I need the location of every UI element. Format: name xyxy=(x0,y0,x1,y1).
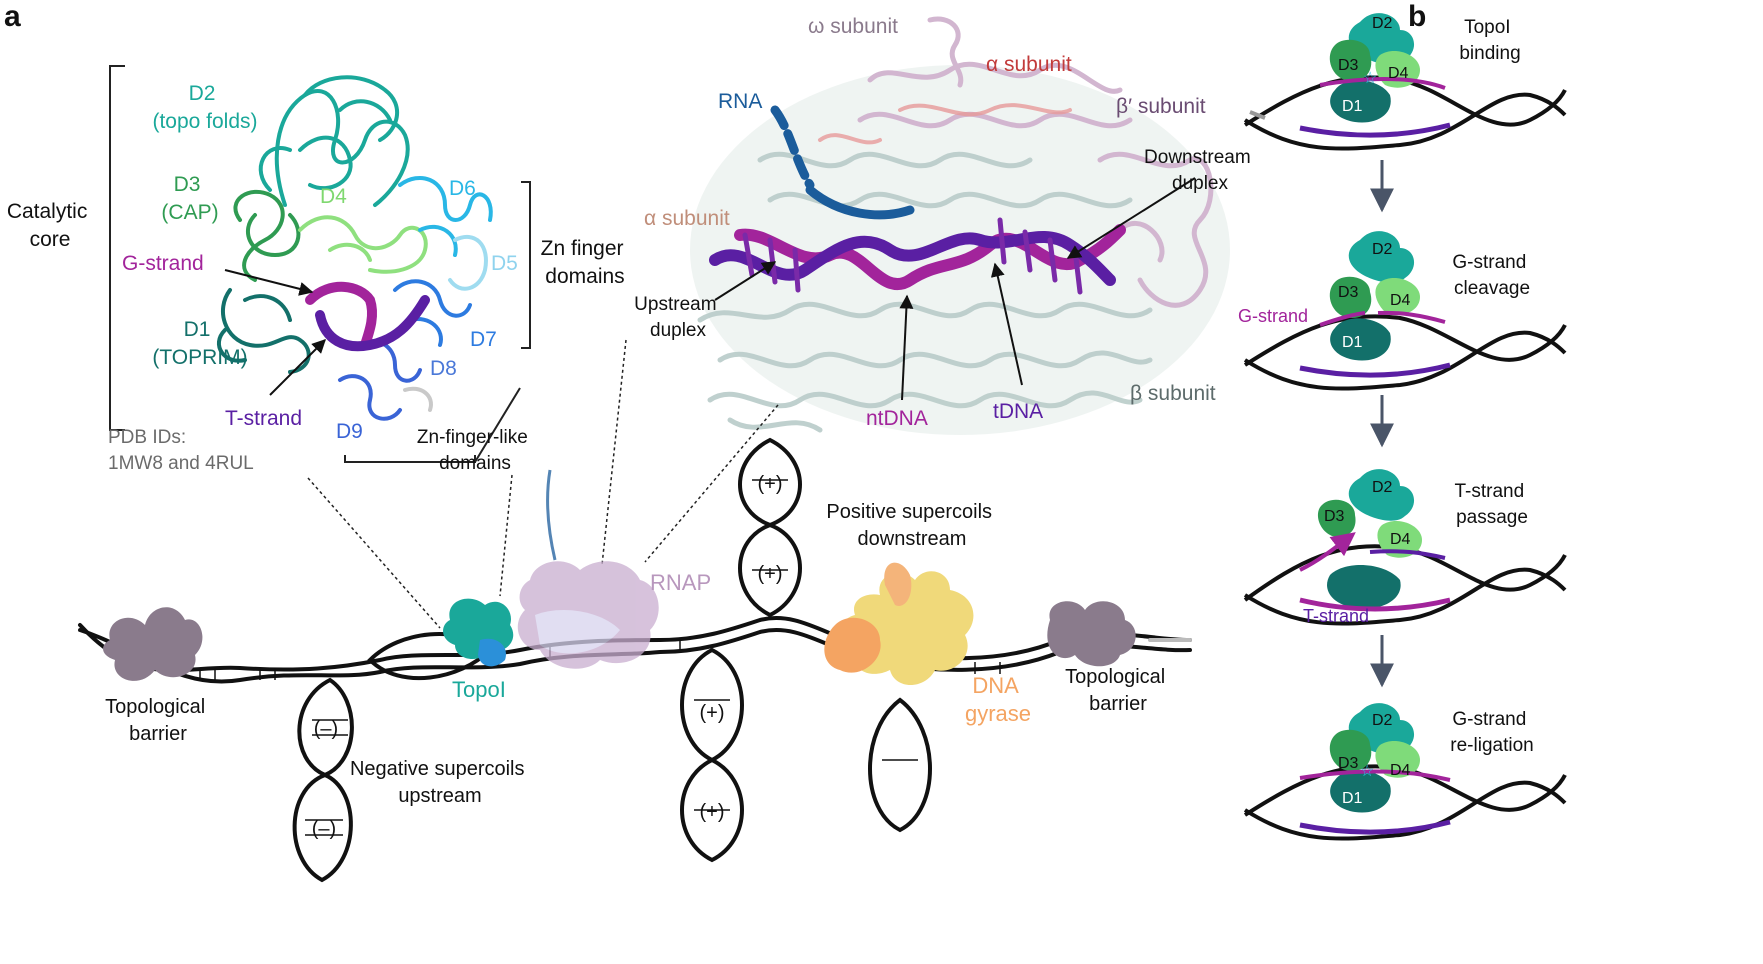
d5-label: D5 xyxy=(491,252,518,275)
barrier-right-label: Topological barrier xyxy=(1065,666,1171,715)
plus-label-2: (+) xyxy=(758,563,783,585)
step2-g-strand: G-strand xyxy=(1238,306,1308,326)
ntdna-label: ntDNA xyxy=(866,407,928,430)
d6-label: D6 xyxy=(449,177,476,200)
step2-d1: D1 xyxy=(1342,334,1363,351)
step-g-strand-religation: ☆ xyxy=(1243,703,1567,841)
d4-label: D4 xyxy=(320,185,347,208)
step3-d4: D4 xyxy=(1390,531,1411,548)
dna-schematic xyxy=(78,437,1192,883)
step1-d3: D3 xyxy=(1338,57,1359,74)
d9-label: D9 xyxy=(336,420,363,443)
downstream-duplex-label: Downstream duplex xyxy=(1144,147,1256,194)
step4-d1: D1 xyxy=(1342,790,1363,807)
t-strand-label: T-strand xyxy=(225,407,302,430)
step2-d4: D4 xyxy=(1390,292,1411,309)
omega-subunit-label: ω subunit xyxy=(808,15,898,38)
beta-prime-subunit-label: β′ subunit xyxy=(1116,95,1206,118)
d7-label: D7 xyxy=(470,328,497,351)
dna-gyrase-label: DNA gyrase xyxy=(965,673,1031,726)
step3-title: T-strand passage xyxy=(1455,481,1530,528)
alpha-subunit-top-label: α subunit xyxy=(986,53,1072,76)
tdna-label: tDNA xyxy=(993,400,1043,423)
step4-d4: D4 xyxy=(1390,762,1411,779)
topological-barrier-left xyxy=(103,607,203,681)
positive-supercoils-label: Positive supercoils downstream xyxy=(826,501,997,550)
step4-star: ☆ xyxy=(1360,763,1374,780)
rnap-protein xyxy=(517,469,659,669)
rnap-label: RNAP xyxy=(650,570,711,595)
pdb-ids-label: PDB IDs: 1MW8 and 4RUL xyxy=(108,427,254,474)
step2-title: G-strand cleavage xyxy=(1452,252,1531,299)
topoi-protein xyxy=(443,598,514,667)
step-t-strand-passage xyxy=(1243,469,1567,626)
alpha-subunit-left-label: α subunit xyxy=(644,207,730,230)
negative-supercoils-label: Negative supercoils upstream xyxy=(350,758,530,807)
g-strand-label: G-strand xyxy=(122,252,204,275)
step2-d3: D3 xyxy=(1338,284,1359,301)
plus-label-1: (+) xyxy=(758,473,783,495)
step-topoi-binding: ☆ xyxy=(1243,13,1567,151)
upstream-duplex-label: Upstream duplex xyxy=(634,294,722,341)
catalytic-core-label: Catalytic core xyxy=(7,200,93,251)
step1-d4: D4 xyxy=(1388,65,1409,82)
beta-subunit-label: β subunit xyxy=(1130,382,1216,405)
dna-gyrase-protein xyxy=(824,562,974,685)
minus-label-1: (–) xyxy=(314,718,338,740)
step4-title: G-strand re-ligation xyxy=(1450,709,1533,756)
d2-label: D2 (topo folds) xyxy=(152,82,257,133)
step3-d3: D3 xyxy=(1324,508,1345,525)
topoi-structure xyxy=(109,65,531,463)
minus-label-2: (–) xyxy=(312,818,336,840)
barrier-left-label: Topological barrier xyxy=(105,696,211,745)
step1-title: TopoI binding xyxy=(1459,17,1520,64)
zoom-connectors xyxy=(307,339,779,629)
step1-star: ☆ xyxy=(1363,70,1377,87)
dna-rungs xyxy=(199,479,1001,836)
plus-label-3: (+) xyxy=(700,702,725,724)
step4-d2: D2 xyxy=(1372,712,1393,729)
panel-label-a: a xyxy=(4,0,21,33)
panel-label-b: b xyxy=(1408,0,1426,33)
step1-d1: D1 xyxy=(1342,98,1363,115)
zn-finger-like-label: Zn-finger-like domains xyxy=(417,427,533,474)
step4-d3: D3 xyxy=(1338,755,1359,772)
topoi-label: TopoI xyxy=(452,677,506,702)
panel-b: ☆ xyxy=(1243,13,1567,841)
d1-label: D1 (TOPRIM) xyxy=(152,318,247,369)
zn-finger-label: Zn finger domains xyxy=(541,237,630,288)
d8-label: D8 xyxy=(430,357,457,380)
rna-label: RNA xyxy=(718,90,762,113)
plus-label-4: (+) xyxy=(700,801,725,823)
d3-label: D3 (CAP) xyxy=(161,173,218,224)
step2-d2: D2 xyxy=(1372,241,1393,258)
rnap-structure xyxy=(690,16,1230,435)
step-g-strand-cleavage xyxy=(1243,231,1567,391)
topological-barrier-right xyxy=(1047,601,1136,667)
step3-d2: D2 xyxy=(1372,479,1393,496)
step1-d2: D2 xyxy=(1372,15,1393,32)
step3-t-strand: T-strand xyxy=(1303,606,1369,626)
